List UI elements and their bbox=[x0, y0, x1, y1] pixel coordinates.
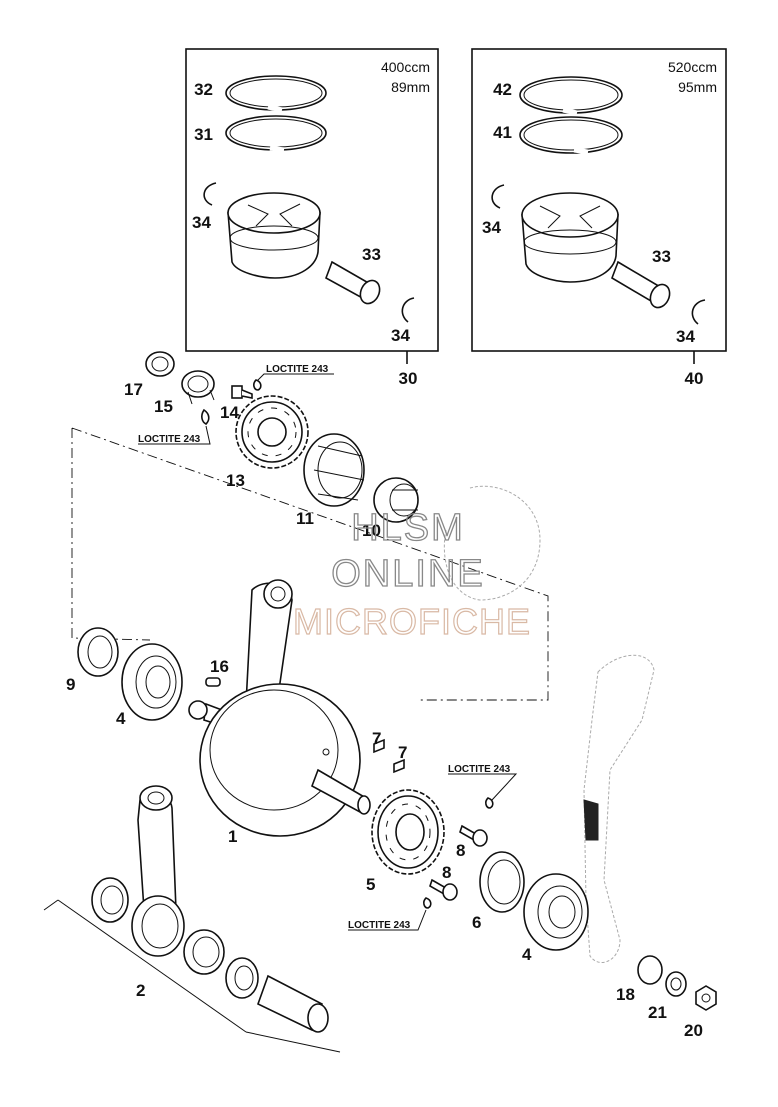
piston-kit-400-box[interactable]: 400ccm 89mm 32 31 34 33 bbox=[185, 48, 439, 388]
roller-cage-11[interactable] bbox=[303, 433, 365, 507]
callout-7a: 7 bbox=[372, 729, 381, 748]
callout-6: 6 bbox=[472, 913, 481, 932]
callout-14: 14 bbox=[220, 403, 239, 422]
screw-14[interactable] bbox=[231, 385, 253, 399]
piston-ring-lower-400[interactable] bbox=[225, 115, 327, 153]
watermark-line-3: MICROFICHE bbox=[293, 601, 531, 642]
callout-8a: 8 bbox=[456, 841, 465, 860]
callout-2: 2 bbox=[136, 981, 145, 1000]
loctite-label-right: LOCTITE 243 bbox=[448, 764, 511, 775]
watermark: HLSM ONLINE MICROFICHE bbox=[292, 506, 531, 642]
piston-ring-upper-400[interactable] bbox=[225, 75, 327, 113]
callout-15: 15 bbox=[154, 397, 173, 416]
oil-seal-9[interactable] bbox=[77, 627, 119, 677]
gear-5[interactable] bbox=[371, 789, 445, 875]
key-16[interactable] bbox=[205, 677, 221, 687]
seal-ring-17[interactable] bbox=[145, 351, 175, 377]
spacer-18[interactable] bbox=[637, 955, 663, 985]
callout-11: 11 bbox=[296, 509, 314, 528]
callout-33b: 33 bbox=[652, 247, 671, 266]
ball-bearing-4-left[interactable] bbox=[121, 643, 183, 721]
callout-30: 30 bbox=[399, 369, 418, 388]
needle-bearing-10[interactable] bbox=[373, 477, 419, 523]
callout-9: 9 bbox=[66, 675, 75, 694]
callout-31: 31 bbox=[194, 125, 213, 144]
piston-ring-lower-520[interactable] bbox=[519, 116, 623, 155]
conrod-kit-2[interactable] bbox=[43, 785, 341, 1053]
piston-ring-upper-520[interactable] bbox=[519, 76, 623, 116]
bolt-8-lower[interactable] bbox=[429, 878, 458, 901]
piston-bore-400: 89mm bbox=[391, 79, 430, 95]
watermark-line-1: HLSM bbox=[351, 507, 465, 549]
bushing-15[interactable] bbox=[181, 370, 215, 405]
circlip-left-520[interactable] bbox=[491, 184, 505, 209]
circlip-right-400[interactable] bbox=[401, 297, 415, 323]
gear-13[interactable] bbox=[235, 395, 309, 469]
callout-33a: 33 bbox=[362, 245, 381, 264]
callout-10: 10 bbox=[362, 521, 381, 540]
callout-16: 16 bbox=[210, 657, 229, 676]
callout-13: 13 bbox=[226, 471, 245, 490]
callout-34a: 34 bbox=[192, 213, 211, 232]
callout-34c: 34 bbox=[482, 218, 501, 237]
washer-21[interactable] bbox=[665, 971, 687, 997]
callout-4a: 4 bbox=[116, 709, 126, 728]
callout-20: 20 bbox=[684, 1021, 703, 1040]
loctite-label-left: LOCTITE 243 bbox=[138, 434, 201, 445]
shim-6[interactable] bbox=[479, 851, 525, 913]
watermark-line-2: ONLINE bbox=[331, 553, 484, 595]
callout-5: 5 bbox=[366, 875, 375, 894]
callout-32: 32 bbox=[194, 80, 213, 99]
crankcase-ghost bbox=[443, 485, 655, 963]
callout-1: 1 bbox=[228, 827, 237, 846]
callout-4b: 4 bbox=[522, 945, 532, 964]
circlip-left-400[interactable] bbox=[203, 182, 217, 206]
callout-34d: 34 bbox=[676, 327, 695, 346]
callout-42: 42 bbox=[493, 80, 512, 99]
piston-size-520: 520ccm bbox=[668, 59, 717, 75]
piston-bore-520: 95mm bbox=[678, 79, 717, 95]
callout-7b: 7 bbox=[398, 743, 407, 762]
loctite-label-bottom: LOCTITE 243 bbox=[348, 920, 411, 931]
loctite-label-top: LOCTITE 243 bbox=[266, 364, 329, 375]
ball-bearing-4-right[interactable] bbox=[523, 873, 589, 951]
piston-pin-520[interactable] bbox=[611, 260, 673, 311]
callout-17: 17 bbox=[124, 380, 143, 399]
assembly-outline bbox=[71, 427, 549, 701]
piston-400[interactable] bbox=[227, 192, 321, 279]
piston-pin-400[interactable] bbox=[325, 260, 383, 307]
piston-520[interactable] bbox=[521, 192, 619, 283]
callout-34b: 34 bbox=[391, 326, 410, 345]
nut-20[interactable] bbox=[695, 985, 717, 1011]
crankshaft-1[interactable] bbox=[188, 579, 371, 837]
piston-size-400: 400ccm bbox=[381, 59, 430, 75]
bolt-8-upper[interactable] bbox=[459, 824, 488, 847]
callout-8b: 8 bbox=[442, 863, 451, 882]
callout-41: 41 bbox=[493, 123, 512, 142]
piston-kit-520-box[interactable]: 520ccm 95mm 42 41 34 33 bbox=[471, 48, 727, 388]
callout-21: 21 bbox=[648, 1003, 667, 1022]
callout-40: 40 bbox=[685, 369, 704, 388]
callout-18: 18 bbox=[616, 985, 635, 1004]
circlip-right-520[interactable] bbox=[691, 299, 706, 325]
keys-7[interactable] bbox=[373, 738, 405, 774]
